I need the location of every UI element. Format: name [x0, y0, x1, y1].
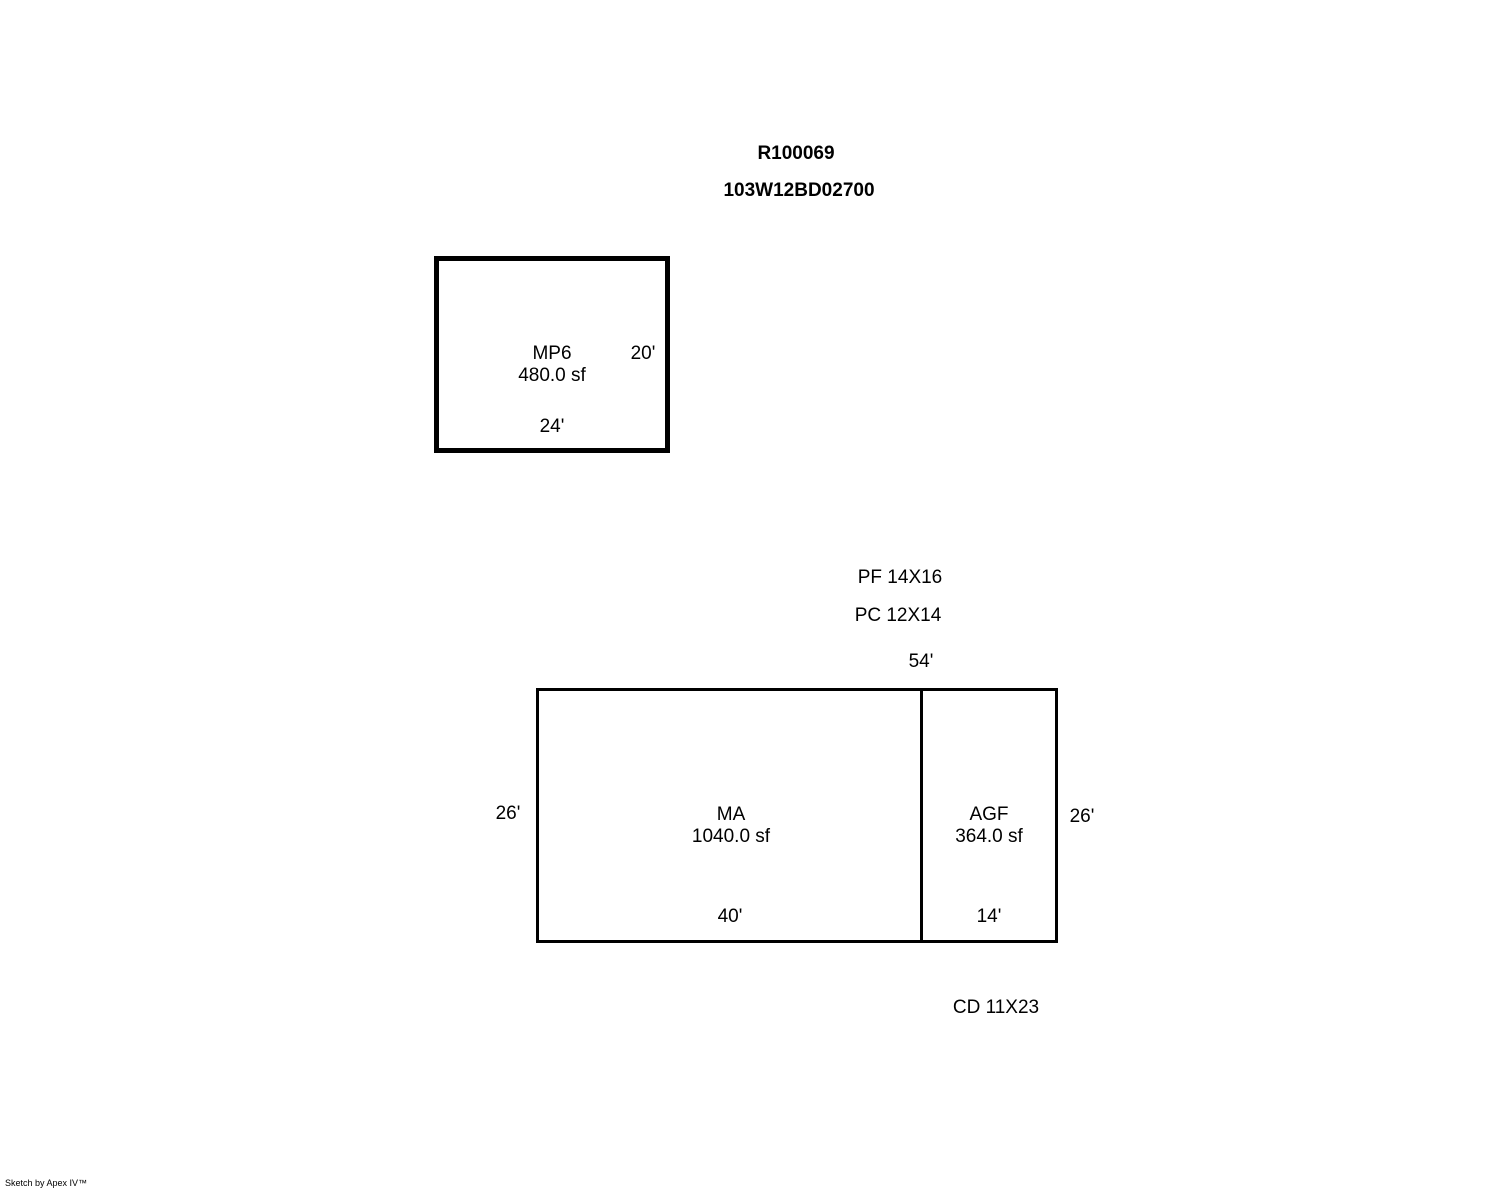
mp6-code: MP6: [532, 343, 572, 364]
ma-label: MA 1040.0 sf: [692, 804, 770, 848]
ma-side-bottom: 40': [717, 906, 743, 927]
mp6-side-bottom: 24': [539, 416, 565, 437]
agf-code: AGF: [969, 804, 1009, 825]
ma-agf-divider: [920, 688, 923, 943]
mp6-label: MP6 480.0 sf: [518, 343, 586, 387]
account-id: R100069: [757, 143, 835, 164]
total-top-dimension: 54': [908, 651, 934, 672]
ma-area: 1040.0 sf: [691, 826, 771, 847]
main-building-outline: [536, 688, 1058, 943]
cd-annotation: CD 11X23: [952, 997, 1040, 1018]
mp6-side-right: 20': [630, 343, 656, 364]
agf-area: 364.0 sf: [955, 826, 1023, 847]
ma-code: MA: [716, 804, 746, 825]
mp6-outline: [434, 256, 670, 453]
mp6-area: 480.0 sf: [518, 365, 586, 386]
ma-side-left: 26': [495, 803, 521, 824]
agf-side-bottom: 14': [976, 906, 1002, 927]
map-tax-lot: 103W12BD02700: [723, 180, 875, 201]
agf-side-right: 26': [1069, 806, 1095, 827]
agf-label: AGF 364.0 sf: [955, 804, 1023, 848]
pf-annotation: PF 14X16: [857, 567, 943, 588]
sketch-credit: Sketch by Apex IV™: [5, 1178, 88, 1188]
pc-annotation: PC 12X14: [854, 605, 942, 626]
